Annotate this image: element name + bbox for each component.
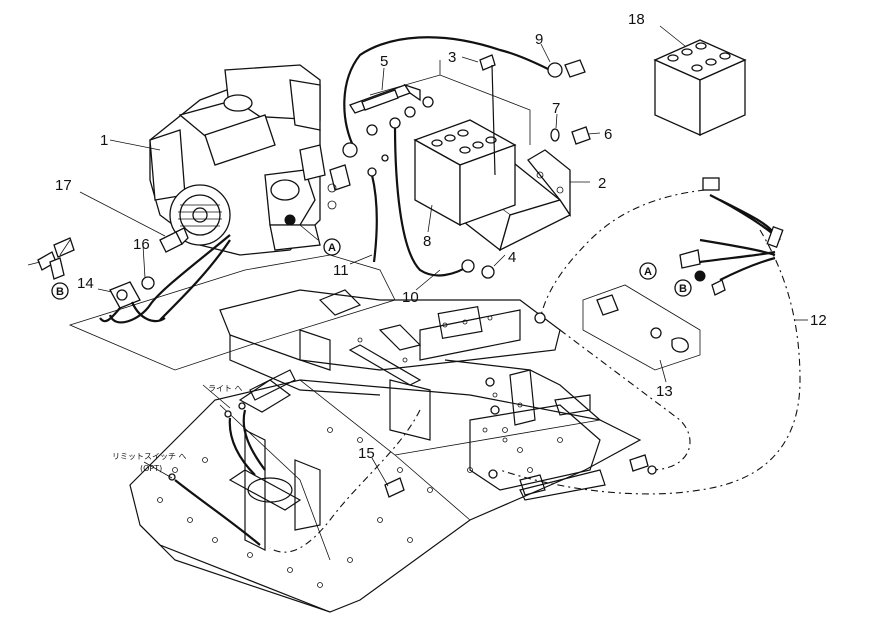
callout-17: 17 [55, 177, 72, 194]
harness-connector [702, 177, 720, 191]
callout-8: 8 [423, 233, 431, 250]
hex-nut [141, 276, 155, 290]
marker-b-harness: B [674, 279, 692, 297]
terminal-bolt [564, 59, 586, 78]
callout-11: 11 [333, 262, 349, 279]
engine-harness-lead [159, 239, 231, 321]
key-switch [99, 281, 166, 323]
washer-7 [550, 128, 560, 142]
connector-a [679, 249, 701, 269]
callout-3: 3 [448, 49, 456, 66]
chassis-frame [219, 289, 606, 501]
limit-switch-wire [174, 479, 261, 546]
callout-9: 9 [535, 31, 543, 48]
svg-text:A: A [328, 242, 336, 254]
cable-terminal [342, 142, 358, 158]
callout-6: 6 [604, 126, 612, 143]
main-wire-harness [539, 189, 706, 321]
marker-a-harness: A [639, 262, 657, 280]
bolt-3 [479, 54, 496, 71]
battery-hold-down [349, 83, 421, 114]
svg-text:B: B [679, 283, 687, 295]
callout-18: 18 [628, 11, 645, 28]
harness-branch [709, 194, 781, 241]
option-annotation: (OPT) [140, 464, 162, 473]
callout-2: 2 [598, 175, 606, 192]
spark-plug [159, 227, 189, 253]
callout-labels: 1 2 3 4 5 6 7 8 9 10 11 12 13 14 15 16 1… [55, 11, 827, 462]
limit-switch-annotation: リミットスイッチ へ [112, 452, 187, 461]
callout-15: 15 [358, 445, 375, 462]
marker-b-left: B [51, 282, 69, 300]
positive-terminal [547, 62, 563, 78]
callout-4: 4 [508, 249, 516, 266]
battery [413, 119, 517, 227]
light-wire [242, 409, 266, 471]
rear-connector [629, 454, 649, 472]
connector-left [27, 237, 75, 280]
marker-a-engine: A [323, 238, 341, 256]
callout-16: 16 [133, 236, 150, 253]
engine-group-frame [68, 254, 396, 371]
bolt-6 [571, 126, 591, 145]
ignition-switch-group [582, 284, 701, 371]
mower-deck [129, 379, 642, 613]
svg-text:B: B [56, 286, 64, 298]
callout-12: 12 [810, 312, 827, 329]
callout-5: 5 [380, 53, 388, 70]
svg-text:A: A [644, 266, 652, 278]
callout-7: 7 [552, 100, 560, 117]
engine [149, 64, 351, 256]
callout-13: 13 [656, 383, 673, 400]
callout-14: 14 [77, 275, 94, 292]
battery-spare [653, 39, 747, 137]
battery-group-frame [369, 60, 531, 145]
callout-10: 10 [402, 289, 419, 306]
callout-1: 1 [100, 132, 108, 149]
ground-cable [370, 174, 378, 263]
leader-lines [79, 25, 808, 487]
battery-cable-negative [393, 124, 471, 277]
light-annotation: ライト へ [208, 384, 243, 393]
engine-harness [108, 234, 231, 324]
bolt-15 [384, 477, 405, 498]
battery-cable-positive [343, 36, 551, 151]
